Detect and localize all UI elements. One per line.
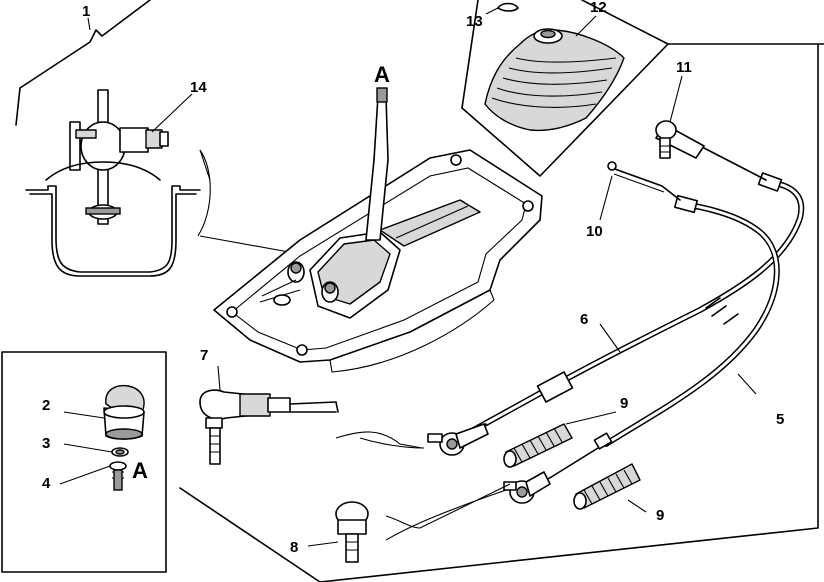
spring-washer (111, 447, 129, 457)
assembly-boundary-frame (15, 0, 824, 582)
callout-5: 5 (776, 411, 784, 428)
callout-9-upper: 9 (620, 395, 628, 412)
boot-inset (461, 0, 669, 132)
callout-12: 12 (590, 0, 607, 16)
callout-1: 1 (82, 3, 90, 20)
callout-labels: 1 2 3 4 5 6 7 8 9 9 10 11 12 13 14 A A (42, 0, 784, 556)
reference-mark-a-inset: A (132, 458, 148, 483)
callout-14: 14 (190, 79, 207, 96)
callout-13: 13 (466, 13, 483, 30)
spring-sleeves (503, 423, 641, 510)
part-7-ball-joint (199, 389, 339, 465)
cable-end-eyes (427, 120, 767, 504)
upper-ball-joint (655, 120, 767, 181)
callout-11: 11 (676, 59, 692, 76)
callout-9-lower: 9 (656, 507, 664, 524)
knob-inset-box (1, 351, 167, 573)
detail-link-lines (199, 149, 301, 255)
spring-sleeve-lower (573, 463, 641, 510)
callout-10: 10 (586, 223, 603, 240)
gear-lever-shaft (365, 87, 389, 241)
part-8-ball-stud (335, 483, 511, 563)
bracket-section-detail (25, 89, 211, 277)
callout-6: 6 (580, 311, 588, 328)
callout-4: 4 (42, 475, 51, 492)
shifter-base-plate (213, 149, 543, 373)
callout-2: 2 (42, 397, 50, 414)
retaining-clip (497, 2, 519, 12)
cable-6-eye (427, 423, 489, 456)
shift-cables (467, 161, 805, 485)
spring-sleeve-upper (503, 423, 573, 468)
callout-8: 8 (290, 539, 298, 556)
callout-3: 3 (42, 435, 50, 452)
gear-knob-parts (103, 384, 145, 491)
leader-lines (59, 7, 757, 547)
part-7-link-line (335, 431, 425, 449)
reference-mark-a-top: A (374, 62, 390, 87)
cable-5-eye (503, 471, 551, 504)
nut (109, 461, 127, 491)
shift-boot (484, 28, 625, 132)
gear-knob (103, 384, 145, 440)
callout-7: 7 (200, 347, 208, 364)
